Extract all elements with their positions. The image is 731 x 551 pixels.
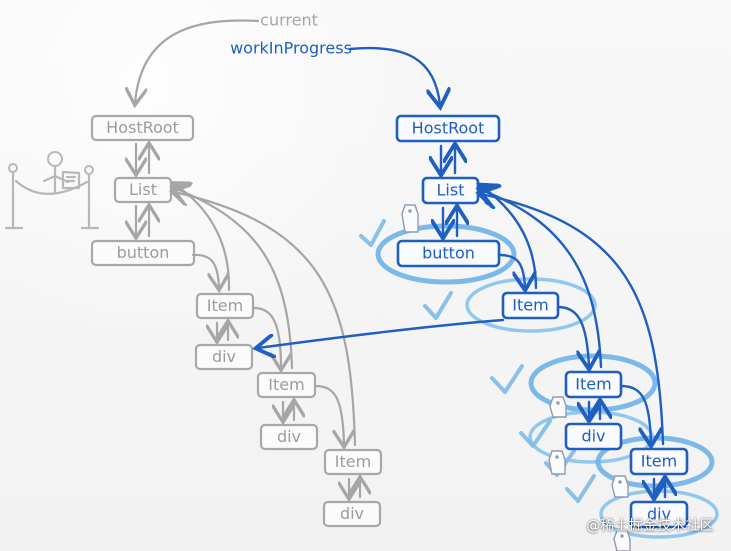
work-in-progress-arrow [348,46,440,105]
current-label: current [260,11,318,30]
check-icon [359,219,386,247]
tag-icon [401,204,419,233]
left-item-1-label: Item [207,296,243,315]
left-hostroot-label: HostRoot [106,118,179,137]
check-icon [565,474,596,503]
check-icon [423,291,453,320]
right-div-3-label: div [647,505,671,524]
tag-icon [611,475,629,498]
left-div-1-label: div [212,347,236,366]
left-item-3-label: Item [335,452,371,471]
right-list-label: List [437,181,465,200]
left-list-label: List [129,180,157,199]
check-icon [544,449,576,477]
left-div-3-label: div [340,504,364,523]
right-hostroot-label: HostRoot [412,119,485,138]
watermark-label: @稀土掘金技术社区 [586,518,714,534]
current-tree: HostRoot List button Item div Item div I… [90,114,383,528]
left-item-2-label: Item [268,375,304,394]
check-icon [519,419,552,448]
work-in-progress-label: workInProgress [230,39,352,58]
right-item-3-label: Item [641,452,677,471]
tag-icon [548,450,566,475]
current-arrow [135,19,260,103]
right-item-2-label: Item [575,375,611,394]
tag-icon [613,529,631,551]
right-item-1-label: Item [512,296,548,315]
left-div-2-label: div [277,427,301,446]
left-button-label: button [117,243,170,262]
work-in-progress-tree: HostRoot List button Item Item div Item … [258,114,719,551]
check-icon [490,364,524,394]
tag-icon [549,396,567,418]
stanchion-figure-icon [4,151,100,230]
right-div-2-label: div [581,427,605,446]
right-button-label: button [422,244,475,263]
alternate-link-arrow [258,318,505,348]
